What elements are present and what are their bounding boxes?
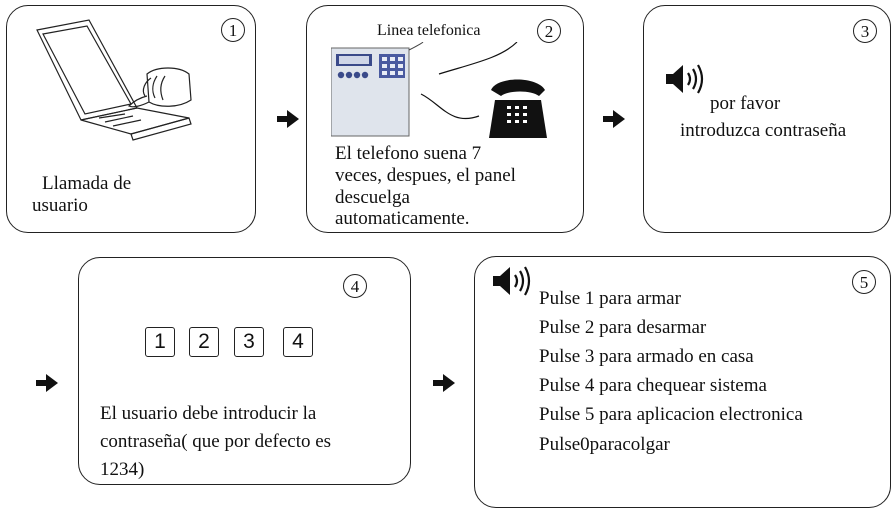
step-3-number: 3 xyxy=(853,19,877,43)
password-key-4: 4 xyxy=(283,327,313,357)
step-5-option-6: Pulse0paracolgar xyxy=(539,434,670,455)
step-4-caption-line-2: contraseña( que por defecto es xyxy=(100,431,332,452)
step-1-number: 1 xyxy=(221,18,245,42)
step-5-option-5: Pulse 5 para aplicacion electronica xyxy=(539,404,803,425)
password-key-2: 2 xyxy=(189,327,219,357)
laptop-hand-icon xyxy=(36,19,192,141)
arrow-right-icon xyxy=(277,110,299,128)
alarm-panel-phone-icon xyxy=(331,42,547,138)
step-2-number: 2 xyxy=(537,19,561,43)
step-2-box: Linea telefonica 2 El telefono suena 7 v… xyxy=(306,5,584,233)
step-1-box: 1 Llamada de usuario xyxy=(6,5,256,233)
step-1-caption-line-1: Llamada de xyxy=(42,173,132,194)
step-4-caption-line-1: El usuario debe introducir la xyxy=(100,403,317,424)
step-5-box: 5 Pulse 1 para armar Pulse 2 para desarm… xyxy=(474,256,891,508)
step-2-caption-line-2: veces, despues, el panel xyxy=(335,165,516,186)
step-5-number: 5 xyxy=(852,270,876,294)
arrow-right-icon xyxy=(36,374,58,392)
step-3-prompt-line-2: introduzca contraseña xyxy=(680,120,847,141)
password-key-3: 3 xyxy=(234,327,264,357)
step-5-option-3: Pulse 3 para armado en casa xyxy=(539,346,754,367)
step-2-caption-line-4: automaticamente. xyxy=(335,208,470,229)
password-key-1: 1 xyxy=(145,327,175,357)
step-3-box: 3 por favor introduzca contraseña xyxy=(643,5,891,233)
step-2-caption-line-1: El telefono suena 7 xyxy=(335,143,482,164)
phone-line-label: Linea telefonica xyxy=(377,22,481,39)
step-4-number: 4 xyxy=(343,274,367,298)
step-1-caption-line-2: usuario xyxy=(32,195,88,216)
step-4-caption-line-3: 1234) xyxy=(100,459,145,480)
step-5-option-1: Pulse 1 para armar xyxy=(539,288,681,309)
speaker-icon xyxy=(493,266,531,296)
arrow-right-icon xyxy=(433,374,455,392)
step-4-box: 4 1 2 3 4 El usuario debe introducir la … xyxy=(78,257,411,485)
step-2-caption-line-3: descuelga xyxy=(335,187,410,208)
step-5-option-4: Pulse 4 para chequear sistema xyxy=(539,375,767,396)
step-5-option-2: Pulse 2 para desarmar xyxy=(539,317,707,338)
speaker-icon xyxy=(666,64,704,94)
step-3-prompt-line-1: por favor xyxy=(710,93,781,114)
arrow-right-icon xyxy=(603,110,625,128)
